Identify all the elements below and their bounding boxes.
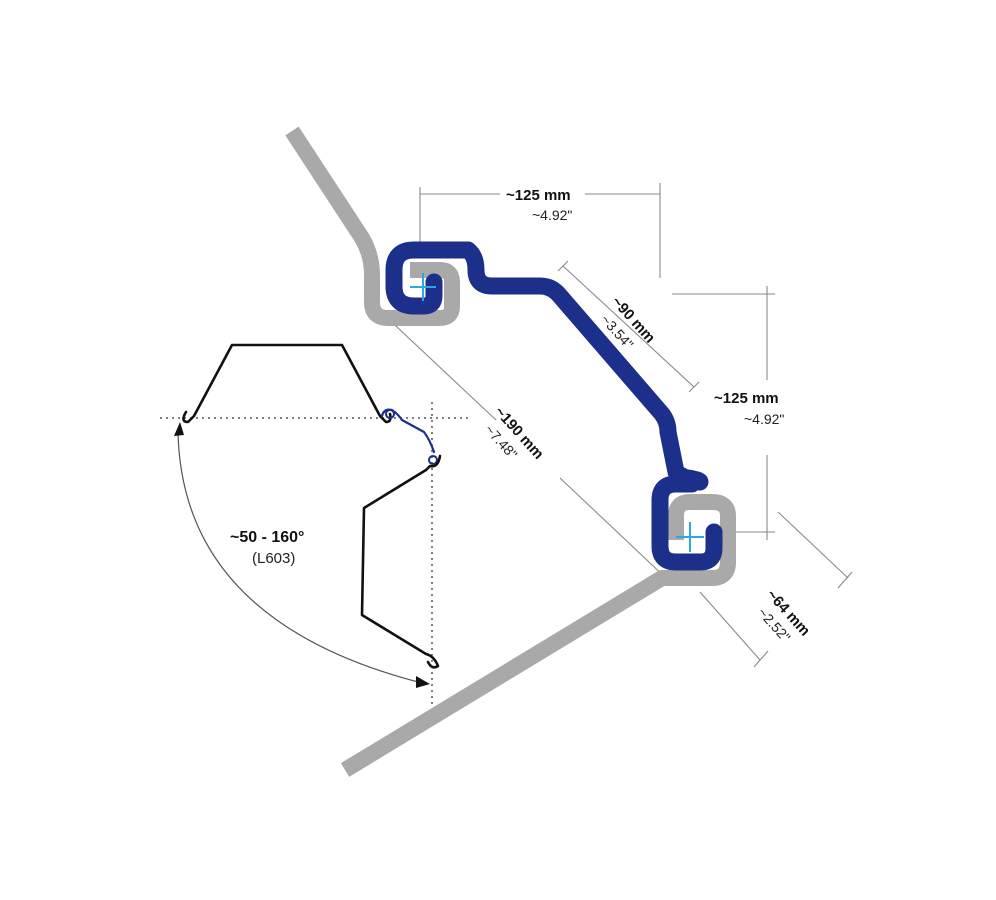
pivot-marks bbox=[410, 273, 704, 552]
angle-schematic bbox=[160, 343, 470, 705]
top-width-in: ~4.92" bbox=[532, 207, 572, 223]
top-width-mm: ~125 mm bbox=[506, 187, 571, 204]
angle-model-label: (L603) bbox=[252, 550, 295, 567]
angle-arc bbox=[177, 431, 419, 683]
small-blue-connector bbox=[380, 408, 436, 454]
angle-range-label: ~50 - 160° bbox=[230, 529, 304, 546]
right-height-mm: ~125 mm bbox=[714, 390, 779, 407]
right-height-in: ~4.92" bbox=[744, 411, 784, 427]
vertical-pan-profile bbox=[360, 454, 442, 669]
blue-corner-connector bbox=[385, 241, 723, 571]
horizontal-pan-profile bbox=[182, 343, 392, 424]
gray-sheet-pile-lower bbox=[340, 494, 736, 777]
gray-sheet-pile-upper bbox=[285, 126, 460, 326]
arc-arrow-bottom bbox=[416, 676, 430, 688]
arc-arrow-top bbox=[174, 422, 184, 436]
